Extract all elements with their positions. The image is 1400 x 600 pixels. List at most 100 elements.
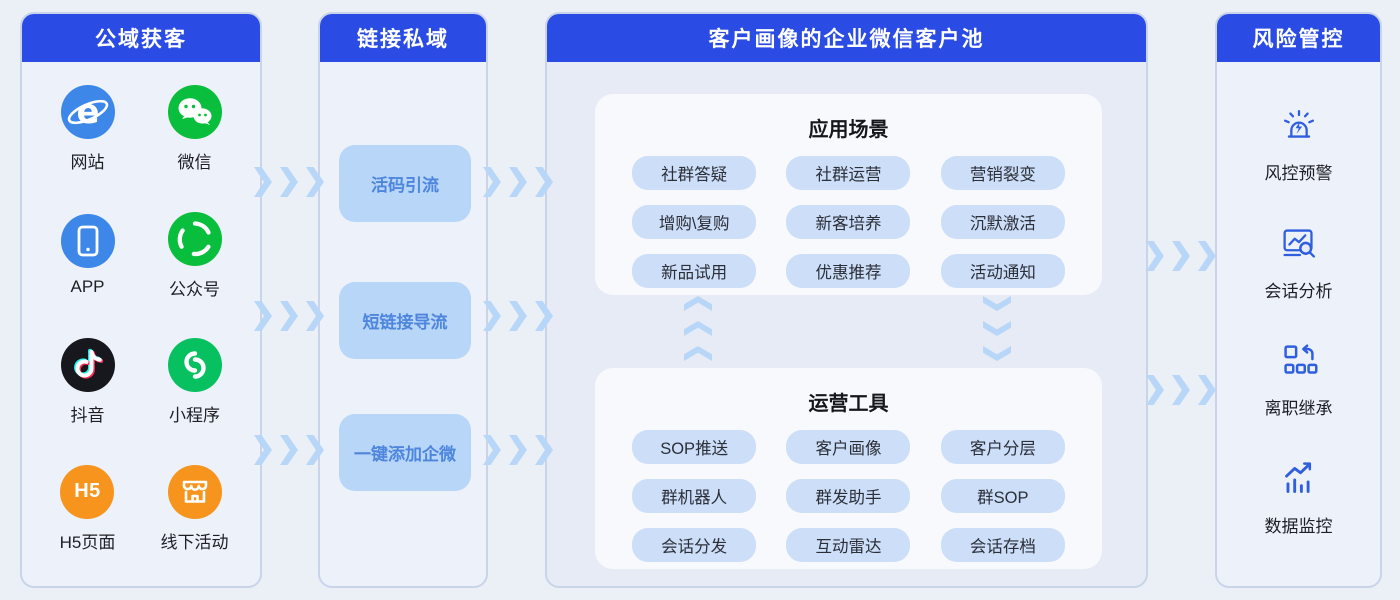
scenario-chip: 新客培养 [786,205,911,239]
scenario-chip: 社群答疑 [632,156,757,190]
tool-chip: 客户分层 [940,430,1065,464]
mini-program-icon [167,338,222,393]
channel-label: 网站 [70,153,105,173]
channel-offline-event: 线下活动 [160,464,229,553]
chevron-right-icon [1146,241,1164,271]
tool-chip: SOP推送 [632,430,757,464]
scenario-chip: 社群运营 [786,156,911,190]
channel-label: 抖音 [70,406,105,426]
tool-chip: 会话存档 [940,528,1065,562]
chevron-down-icon [983,296,1011,311]
handover-icon [1276,338,1322,384]
chevron-right-icon [535,301,553,331]
risk-item-session-analysis: 会话分析 [1265,221,1333,302]
live-code-button: 活码引流 [339,145,471,222]
chevron-right-icon [509,167,527,197]
risk-item-alert: 风控预警 [1265,103,1333,184]
flow-arrows-link-pool [483,435,553,465]
channel-official-account: 公众号 [167,211,222,300]
risk-item-handover: 离职继承 [1265,338,1333,419]
risk-header: 风险管控 [1217,14,1380,62]
tools-panel: 运营工具 SOP推送 客户画像 客户分层 群机器人 群发助手 群SOP 会话分发… [595,368,1102,569]
link-body: 活码引流 短链接导流 一键添加企微 [320,62,486,586]
flow-arrows-link-pool [483,301,553,331]
flow-arrows-acq-link [254,435,324,465]
channel-app: APP [60,214,115,297]
channel-wechat: 微信 [167,85,222,173]
scenarios-chip-grid: 社群答疑 社群运营 营销裂变 增购\复购 新客培养 沉默激活 新品试用 优惠推荐… [595,156,1102,288]
risk-label: 离职继承 [1264,399,1333,419]
chevron-right-icon [1198,241,1216,271]
scenarios-panel: 应用场景 社群答疑 社群运营 营销裂变 增购\复购 新客培养 沉默激活 新品试用… [595,94,1102,295]
tool-chip: 群机器人 [632,479,757,513]
chevron-right-icon [306,167,324,197]
scenario-chip: 沉默激活 [940,205,1065,239]
flow-arrows-acq-link [254,301,324,331]
channel-label: 小程序 [169,406,220,426]
channel-mini-program: 小程序 [167,338,222,426]
scenarios-title: 应用场景 [808,119,889,141]
tools-title: 运营工具 [808,393,889,415]
flow-arrows-pool-risk [1146,375,1216,405]
acquisition-header: 公域获客 [22,14,260,62]
chevron-down-icon [983,346,1011,361]
wechat-icon [167,85,222,140]
short-link-button: 短链接导流 [339,282,471,359]
channel-website: e 网站 [60,85,115,173]
app-icon [60,214,115,269]
risk-label: 风控预警 [1264,163,1333,183]
channel-label: APP [70,277,105,297]
chevron-right-icon [306,435,324,465]
chevron-down-flow [983,296,1011,361]
chevron-right-icon [483,435,501,465]
chevron-right-icon [280,167,298,197]
channel-label: 公众号 [169,279,220,299]
offline-store-icon [167,464,222,519]
alarm-icon [1276,103,1322,149]
tool-chip: 会话分发 [632,528,757,562]
scenario-chip: 优惠推荐 [786,254,911,288]
channel-label: 线下活动 [160,532,229,552]
add-wecom-button: 一键添加企微 [339,414,471,491]
tool-chip: 群SOP [940,479,1065,513]
chevron-up-icon [684,321,712,336]
douyin-icon [60,338,115,393]
acquisition-card: 公域获客 e 网站 [20,12,262,588]
link-header: 链接私域 [320,14,486,62]
chevron-right-icon [535,167,553,197]
scenario-chip: 活动通知 [940,254,1065,288]
risk-item-data-monitor: 数据监控 [1265,456,1333,537]
session-analysis-icon [1276,221,1322,267]
tools-chip-grid: SOP推送 客户画像 客户分层 群机器人 群发助手 群SOP 会话分发 互动雷达… [595,430,1102,562]
channel-label: 微信 [177,153,212,173]
chevron-right-icon [483,301,501,331]
chevron-right-icon [1146,375,1164,405]
chevron-up-icon [684,296,712,311]
chevron-right-icon [280,435,298,465]
tool-chip: 群发助手 [786,479,911,513]
channel-label: H5页面 [59,532,116,552]
chevron-right-icon [509,301,527,331]
customer-pool-card: 客户画像的企业微信客户池 应用场景 社群答疑 社群运营 营销裂变 增购\复购 新… [545,12,1148,588]
risk-label: 数据监控 [1264,517,1333,537]
risk-card: 风险管控 风控预警 [1215,12,1382,588]
chevron-right-icon [254,167,272,197]
official-account-icon [167,211,222,266]
chevron-right-icon [1172,241,1190,271]
ie-browser-icon: e [60,85,115,140]
risk-body: 风控预警 会话分析 [1217,62,1380,584]
chevron-up-flow [684,296,712,361]
flow-arrows-pool-risk [1146,241,1216,271]
risk-label: 会话分析 [1264,281,1333,301]
channel-douyin: 抖音 [60,338,115,426]
tool-chip: 客户画像 [786,430,911,464]
h5-icon-text: H5 [74,480,101,503]
chevron-right-icon [306,301,324,331]
svg-text:e: e [76,92,99,132]
pool-body: 应用场景 社群答疑 社群运营 营销裂变 增购\复购 新客培养 沉默激活 新品试用… [547,62,1146,586]
link-card: 链接私域 活码引流 短链接导流 一键添加企微 [318,12,488,588]
chevron-right-icon [509,435,527,465]
flow-arrows-acq-link [254,167,324,197]
chevron-right-icon [280,301,298,331]
